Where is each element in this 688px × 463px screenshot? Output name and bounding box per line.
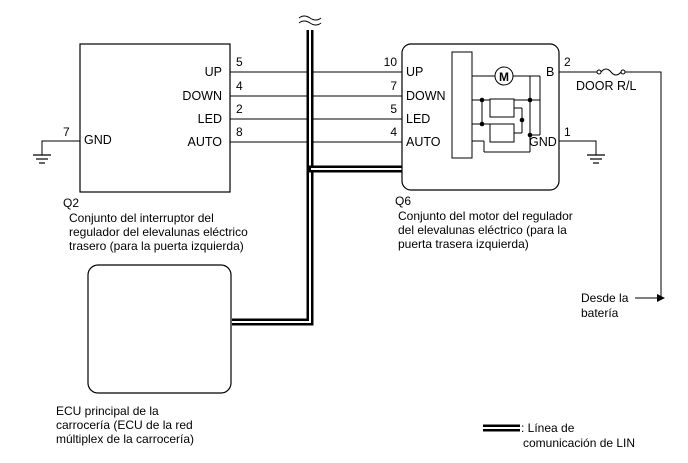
q2-ground-symbol bbox=[33, 154, 51, 164]
q6-led-pin-number: 5 bbox=[390, 102, 397, 116]
q2-auto-pin-number: 8 bbox=[236, 125, 243, 139]
q2-switch-box bbox=[79, 43, 231, 193]
fuse-symbol bbox=[596, 68, 626, 76]
ecu-description-line-1: ECU principal de la bbox=[56, 404, 159, 418]
q2-down-pin-number: 4 bbox=[236, 79, 243, 93]
q6-gnd-pin-number: 1 bbox=[564, 125, 571, 139]
q6-led-label: LED bbox=[406, 112, 430, 126]
battery-label-line-2: batería bbox=[581, 306, 619, 320]
legend-label-line-2: comunicación de LIN bbox=[523, 436, 635, 450]
q2-ground-wire bbox=[41, 140, 80, 155]
q6-b-pin-number: 2 bbox=[564, 55, 571, 69]
q6-description-line-3: puerta trasera izquierda) bbox=[398, 237, 529, 251]
ecu-description-line-3: múltiplex de la carrocería) bbox=[56, 432, 194, 446]
q2-code: Q2 bbox=[63, 196, 79, 210]
q6-b-label: B bbox=[546, 65, 554, 79]
q2-description-line-3: trasero (para la puerta izquierda) bbox=[69, 239, 244, 253]
q6-auto-label: AUTO bbox=[406, 135, 441, 149]
ecu-box bbox=[87, 264, 232, 394]
q6-down-pin-number: 7 bbox=[390, 79, 397, 93]
q6-down-label: DOWN bbox=[406, 89, 446, 103]
ecu-description-line-2: carrocería (ECU de la red bbox=[56, 418, 193, 432]
battery-supply-wire bbox=[559, 71, 662, 299]
q2-up-label: UP bbox=[205, 65, 222, 79]
q2-gnd-label: GND bbox=[84, 133, 112, 147]
q2-led-label: LED bbox=[198, 112, 222, 126]
legend-label-line-1: : Línea de bbox=[521, 421, 575, 435]
q6-internal-ic bbox=[451, 51, 473, 159]
lin-bus-line bbox=[232, 30, 404, 326]
q6-description-line-1: Conjunto del motor del regulador bbox=[398, 209, 573, 223]
fuse-label: DOOR R/L bbox=[576, 79, 636, 93]
q2-auto-label: AUTO bbox=[188, 135, 223, 149]
motor-symbol: M bbox=[499, 70, 509, 84]
q6-internal-junctions bbox=[479, 97, 533, 138]
lin-bus-break-symbol bbox=[298, 13, 322, 27]
q6-up-label: UP bbox=[406, 65, 423, 79]
q2-down-label: DOWN bbox=[182, 89, 222, 103]
q6-ground-wire bbox=[559, 140, 597, 155]
q2-up-pin-number: 5 bbox=[236, 55, 243, 69]
q2-description-line-1: Conjunto del interruptor del bbox=[69, 211, 214, 225]
battery-label-line-1: Desde la bbox=[581, 291, 629, 305]
q6-code: Q6 bbox=[395, 194, 411, 208]
q6-ground-symbol bbox=[587, 154, 605, 164]
q6-gnd-label: GND bbox=[529, 135, 557, 149]
q6-auto-pin-number: 4 bbox=[390, 125, 397, 139]
q6-description-line-2: del elevalunas eléctrico (para la bbox=[398, 223, 567, 237]
q6-motor-box bbox=[401, 43, 560, 191]
q2-led-pin-number: 2 bbox=[236, 102, 243, 116]
q6-up-pin-number: 10 bbox=[384, 55, 398, 69]
q2-description-line-2: regulador del elevalunas eléctrico bbox=[69, 225, 248, 239]
q2-gnd-pin-number: 7 bbox=[63, 125, 70, 139]
